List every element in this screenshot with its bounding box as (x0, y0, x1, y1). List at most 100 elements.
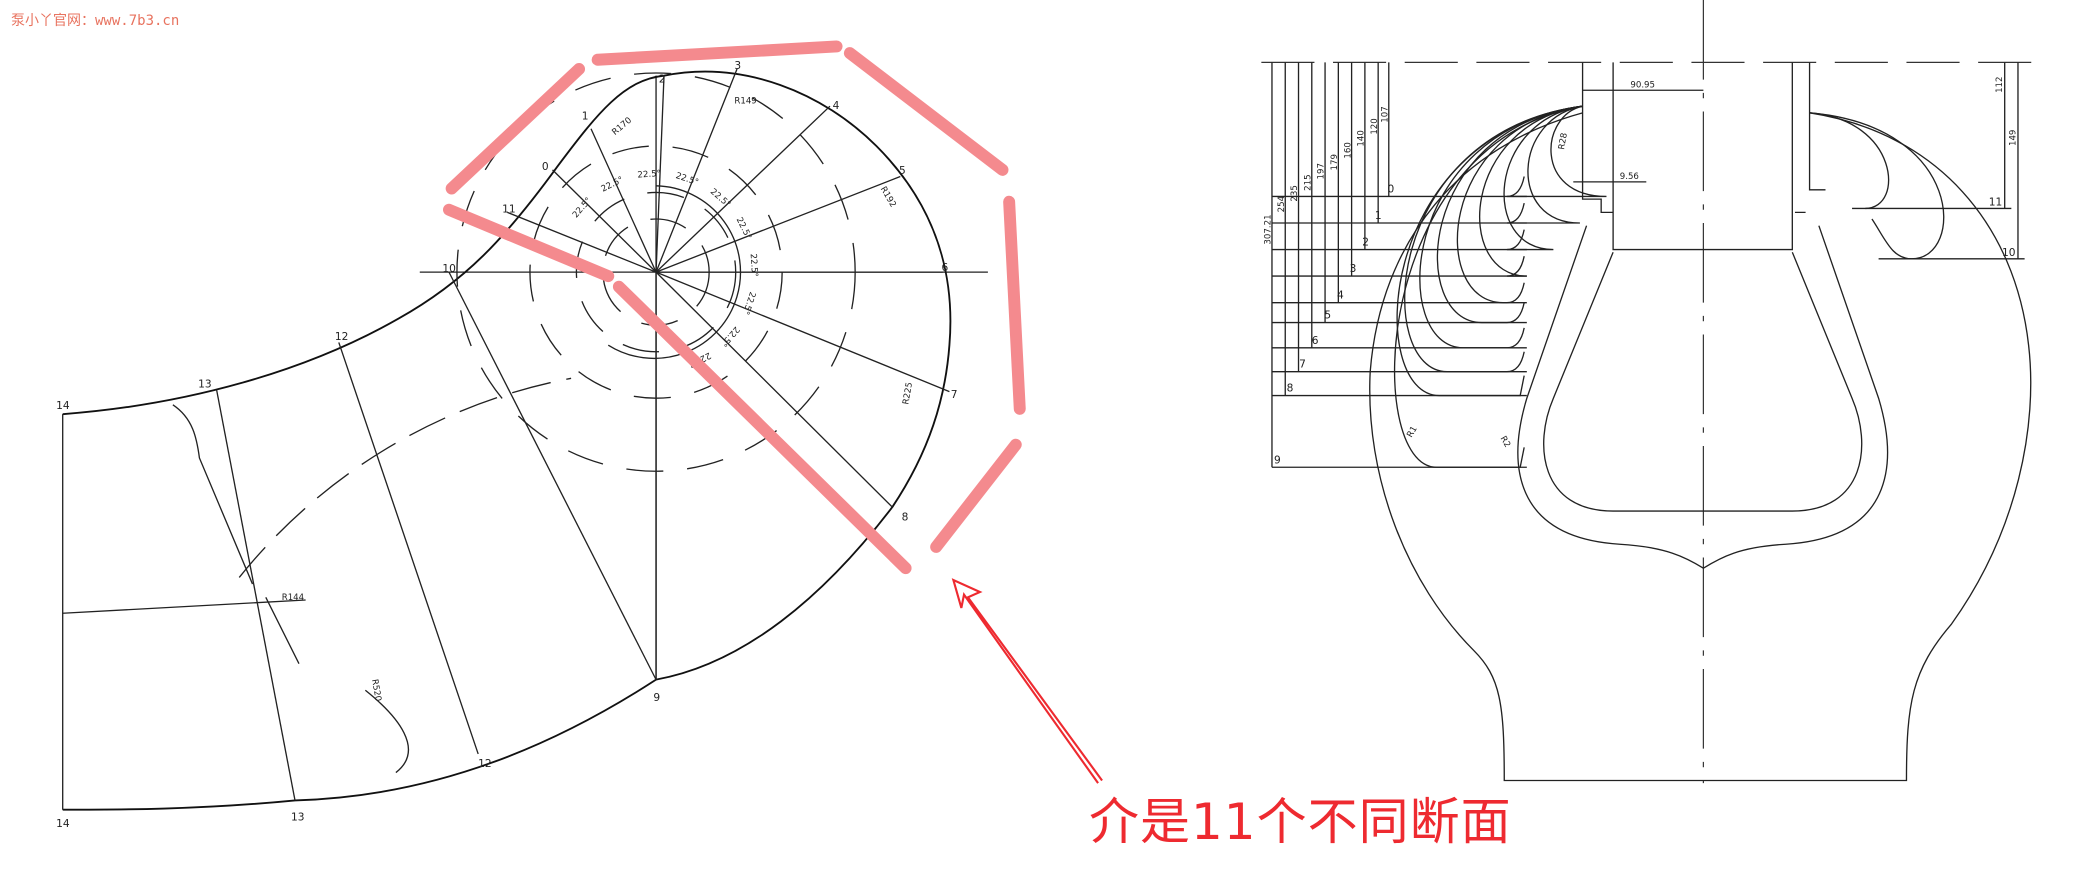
height-dim-label: 112 (1995, 76, 2005, 92)
point-label-13-top: 13 (198, 378, 212, 391)
cross-section (1503, 105, 1583, 251)
width-dim-label: 90.95 (1630, 81, 1655, 91)
level-label: 3 (1350, 262, 1357, 275)
level-label: 9 (1274, 453, 1281, 466)
point-label-7: 7 (951, 388, 958, 401)
r144-arc (238, 377, 572, 578)
level-label: 4 (1337, 289, 1344, 302)
level-label: 5 (1324, 309, 1331, 322)
height-dim-label: 120 (1370, 118, 1380, 134)
radial-line (655, 68, 738, 273)
point-label-14-bottom: 14 (56, 817, 70, 830)
radial-line (655, 105, 831, 273)
section-highlights (443, 40, 1026, 575)
inner-contour (172, 404, 409, 774)
point-label-4: 4 (833, 99, 840, 112)
radius-label-r520: R520 (369, 678, 383, 702)
spiral-casing-plan: 0 1 2 3 4 5 6 7 8 9 10 11 12 12 13 13 14… (56, 59, 988, 830)
highlight-stroke (445, 63, 586, 195)
point-label-14-top: 14 (56, 399, 70, 412)
guide-arc (575, 191, 737, 353)
watermark: 泵小丫官网：www.7b3.cn (11, 13, 180, 29)
point-label-2: 2 (659, 72, 666, 85)
point-label-11: 11 (502, 202, 516, 215)
point-label-12-top: 12 (335, 330, 349, 343)
cross-section (1393, 105, 1583, 468)
guide-arc (456, 72, 856, 472)
radial-line (655, 175, 901, 273)
level-label: 2 (1362, 236, 1369, 249)
cross-section (1506, 105, 1607, 198)
height-dim-label: 215 (1303, 174, 1313, 190)
angle-arc (607, 185, 742, 359)
radius-label-r2: R2 (1498, 435, 1512, 450)
height-dim-label: 197 (1317, 163, 1327, 179)
highlight-stroke (612, 280, 912, 575)
section-line-13 (216, 390, 296, 801)
level-label: 8 (1287, 382, 1294, 395)
height-dim-label: 179 (1330, 154, 1340, 170)
shaft-walls (1581, 62, 1826, 251)
height-dim-label: 160 (1343, 142, 1353, 158)
point-label-0: 0 (542, 160, 549, 173)
radial-line (655, 75, 665, 273)
annotation-arrow (951, 578, 1103, 784)
radius-label-r170: R170 (610, 116, 634, 138)
radial-line (552, 169, 657, 273)
section-line-12 (338, 342, 479, 755)
cross-sections (1271, 105, 1945, 468)
radius-label-r225: R225 (901, 382, 915, 406)
angle-label: 22.5° (748, 253, 760, 277)
height-dim-label: 107 (1380, 106, 1390, 122)
level-label: 10 (2002, 246, 2016, 259)
section-line-10-9 (448, 271, 657, 680)
highlight-stroke (443, 203, 615, 283)
cross-section (1436, 105, 1583, 324)
inner-pear (1543, 251, 1863, 512)
height-dim-label: 254 (1277, 196, 1287, 212)
level-label: 0 (1387, 182, 1394, 195)
cross-section (1404, 105, 1583, 373)
point-label-5: 5 (899, 164, 906, 177)
level-label: 6 (1312, 334, 1319, 347)
point-label-12-bottom: 12 (478, 757, 492, 770)
spiral-outer-upper (62, 70, 952, 811)
guide-arc (529, 145, 783, 399)
radius-label-r1: R1 (1405, 425, 1419, 440)
radius-label-r28: R28 (1557, 132, 1570, 150)
angle-label: 22.5° (708, 187, 732, 210)
highlight-stroke (591, 40, 843, 66)
point-label-13-bottom: 13 (291, 810, 305, 823)
outer-pear (1517, 225, 1889, 569)
highlight-stroke (1003, 195, 1026, 415)
level-label: 7 (1299, 358, 1306, 371)
level-label: 11 (1989, 196, 2003, 209)
outer-bulb (1369, 112, 2032, 782)
angle-label: 22.5° (734, 216, 753, 241)
height-dim-label: 307.21 (1264, 214, 1274, 244)
cross-section (1506, 105, 1583, 224)
highlight-stroke (930, 438, 1022, 553)
meridional-section: 0123456789307.21254235215197179160140120… (1261, 0, 2045, 784)
point-label-8: 8 (902, 510, 909, 523)
point-label-1: 1 (582, 109, 589, 122)
cross-section (1809, 112, 1945, 260)
radial-line (655, 271, 893, 508)
point-label-10: 10 (442, 262, 456, 275)
cross-section (1396, 105, 1583, 397)
r144-dim-line (62, 599, 306, 614)
cross-section (1419, 105, 1583, 349)
gap-dim-label: 9.56 (1620, 172, 1639, 182)
angle-label: 22.5° (718, 324, 741, 348)
cross-section (1456, 105, 1583, 304)
radial-line (590, 128, 657, 273)
angle-label: 22.5° (637, 169, 661, 181)
cross-section (1478, 105, 1583, 277)
cross-section (1809, 112, 1890, 210)
angle-label: 22.5° (600, 175, 625, 194)
point-label-6: 6 (941, 261, 948, 274)
annotation-text: 介是11个不同断面 (1089, 793, 1512, 851)
highlight-stroke (843, 47, 1009, 176)
height-dimensions: 0123456789307.21254235215197179160140120… (1264, 62, 2025, 468)
